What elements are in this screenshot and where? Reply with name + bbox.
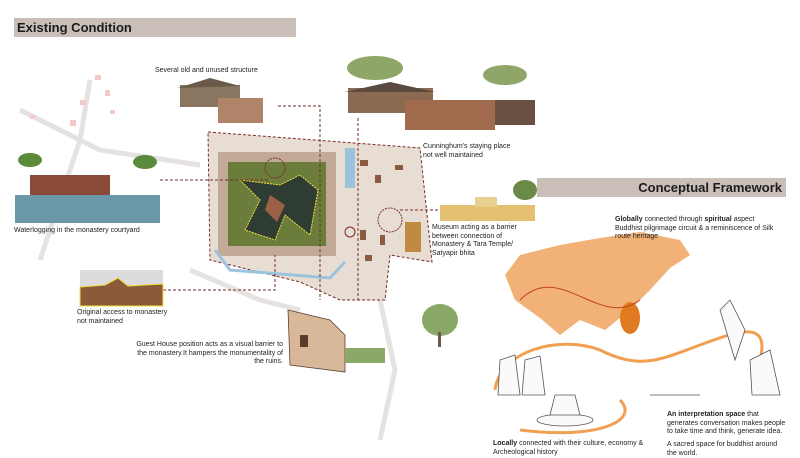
caption-interpretation: An interpretation space that generates c… — [667, 411, 787, 437]
caption-old-structure: Several old and unused structure — [155, 67, 258, 74]
connection-swirl — [493, 330, 764, 435]
context-roads — [18, 79, 398, 441]
photo-original-access — [79, 270, 164, 307]
global-bold: Globally — [615, 216, 643, 223]
conceptual-framework-header: Conceptual Framework — [537, 178, 786, 197]
photo-museum — [440, 180, 537, 221]
caption-museum: Museum acting as a barrier between conne… — [432, 224, 517, 257]
caption-original-access: Original access to monastery not maintai… — [77, 309, 168, 325]
local-bold: Locally — [493, 440, 518, 447]
silk-route-arc — [519, 286, 641, 309]
interp-text: that generates conversation makes people… — [667, 411, 786, 435]
interp-bold: An interpretation space — [667, 411, 746, 418]
ruins-east — [360, 160, 403, 261]
caption-cunningham: Cunninghum's staying place not well main… — [423, 143, 511, 159]
caption-guest-house: Guest House position acts as a visual ba… — [136, 341, 283, 365]
context-buildings — [30, 75, 115, 126]
photo-waterlogging — [15, 153, 160, 223]
caption-local: Locally connected with their culture, ec… — [493, 440, 658, 457]
monk-figure — [620, 302, 640, 334]
tree-sketch — [422, 304, 458, 347]
people-sketches — [497, 299, 781, 427]
global-text-2: aspect Buddhist pilgrimage circuit & a r… — [615, 216, 774, 240]
existing-condition-header: Existing Condition — [14, 18, 296, 37]
caption-waterlogging: Waterlogging in the monastery courtyard — [14, 227, 140, 234]
leader-lines — [160, 105, 440, 300]
photo-guest-house — [287, 309, 385, 373]
caption-sacred: A sacred space for buddhist around the w… — [667, 441, 778, 457]
asia-map — [505, 232, 690, 335]
marker-old-structure — [264, 157, 286, 179]
local-text: connected with their culture, economy & … — [493, 440, 644, 456]
marker-guest — [344, 226, 356, 238]
global-text-1: connected through — [642, 216, 705, 223]
central-temple — [265, 195, 285, 222]
marker-museum — [377, 207, 403, 233]
water-channel — [213, 249, 347, 280]
tara-temple — [405, 222, 421, 252]
spiritual-bold: spiritual — [704, 216, 732, 223]
photo-cunningham — [345, 56, 535, 130]
conceptual-framework-title: Conceptual Framework — [638, 180, 782, 195]
pond — [345, 148, 355, 188]
photo-old-structure — [178, 78, 263, 123]
caption-global: Globally connected through spiritual asp… — [615, 216, 780, 242]
existing-condition-title: Existing Condition — [17, 20, 132, 35]
